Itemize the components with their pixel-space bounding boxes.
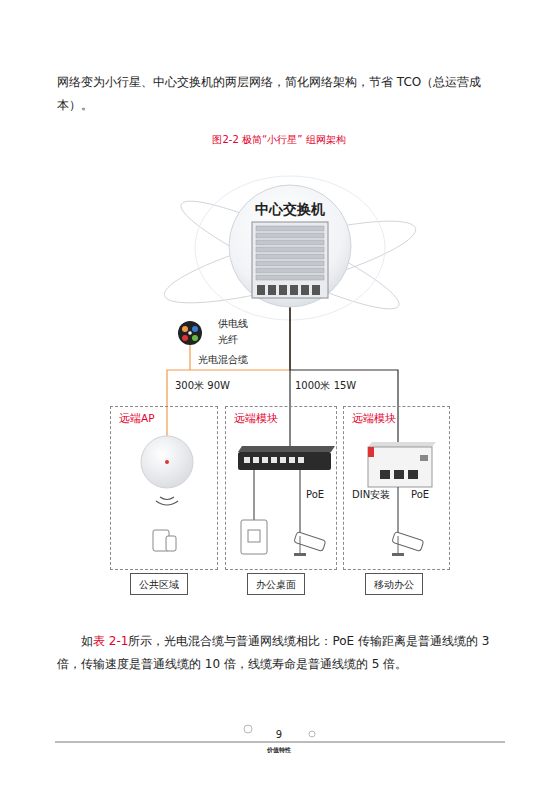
page-number: 9 — [276, 729, 282, 741]
region-box: 远端模块 — [225, 406, 337, 570]
poe-label: PoE — [306, 489, 324, 501]
core-switch: 中心交换机 — [228, 184, 352, 308]
cable-name: 光电混合缆 — [198, 354, 248, 366]
paragraph: 如表 2-1所示，光电混合缆与普通网线缆相比：PoE 传输距离是普通线缆的 3 … — [57, 630, 505, 676]
footer-rule — [55, 725, 505, 742]
cable-part: 供电线 — [218, 318, 248, 330]
poe-label: PoE — [411, 489, 429, 501]
din-module — [368, 406, 436, 556]
port — [262, 457, 268, 463]
body-text: 如 — [81, 634, 93, 648]
area-name: 移动办公 — [374, 578, 414, 592]
cable-spec: 300米 90W — [175, 380, 230, 392]
port — [253, 457, 259, 463]
area-tag: 公共区域 — [130, 573, 188, 595]
cable-line — [167, 300, 290, 406]
region-box: 远端AP — [110, 406, 218, 570]
cable-part: 光纤 — [218, 334, 238, 346]
cable-connector — [290, 300, 398, 406]
orbits — [158, 176, 422, 324]
region-heading: 远端模块 — [352, 412, 396, 426]
area-tag: 办公桌面 — [247, 573, 305, 595]
figure-title: 图2-2 极简“小行星” 组网架构 — [212, 134, 345, 146]
mount-label: DIN安装 — [352, 489, 390, 501]
port — [271, 457, 277, 463]
port — [289, 457, 295, 463]
region-heading: 远端AP — [119, 412, 155, 426]
area-name: 公共区域 — [139, 578, 179, 592]
table-ref: 表 2-1 — [93, 634, 128, 648]
area-name: 办公桌面 — [256, 578, 296, 592]
footer-section: 价值特性 — [267, 746, 291, 753]
region-heading: 远端模块 — [234, 412, 278, 426]
region-box: 远端模块 — [343, 406, 450, 570]
ap-device — [141, 406, 193, 551]
port — [298, 457, 304, 463]
port — [244, 457, 250, 463]
cable-spec: 1000米 15W — [295, 380, 356, 392]
area-tag: 移动办公 — [365, 573, 423, 595]
switch-device — [238, 406, 335, 556]
camera — [294, 532, 326, 556]
port — [280, 457, 286, 463]
body-text: 网络变为小行星、中心交换机的两层网络，简化网络架构，节省 TCO（总运营成本）。 — [57, 71, 505, 117]
switch-name: 中心交换机 — [255, 201, 325, 219]
cable-line — [290, 300, 398, 406]
cable-connector — [167, 300, 290, 406]
